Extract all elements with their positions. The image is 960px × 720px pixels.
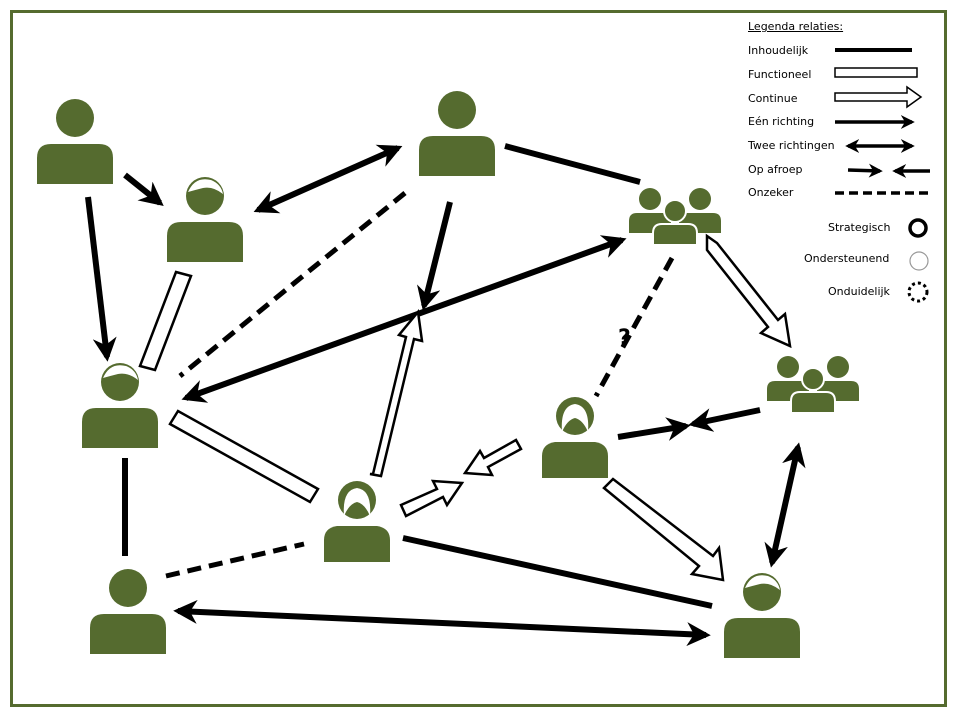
person-boy-icon xyxy=(167,177,243,262)
arrow-continuous xyxy=(602,477,725,582)
arrow-two-directions xyxy=(253,144,403,214)
legend-sample-functioneel xyxy=(834,67,918,78)
legend-sample-op-afroep-a xyxy=(847,163,883,178)
relation-line-solid xyxy=(402,535,713,609)
uncertain-question-mark: ? xyxy=(618,326,631,351)
legend-label-inhoudelijk: Inhoudelijk xyxy=(748,44,809,57)
relation-line-dashed xyxy=(178,191,407,378)
relation-bar-functional xyxy=(138,270,193,372)
relation-line-dashed xyxy=(593,256,675,398)
legend-marker-ondersteunend xyxy=(909,251,929,271)
relation-line-dashed xyxy=(165,541,305,579)
arrow-two-directions xyxy=(181,235,627,403)
legend-marker-onduidelijk xyxy=(907,281,929,303)
arrow-two-directions xyxy=(764,442,806,568)
legend-marker-strategisch xyxy=(908,218,928,238)
legend-label-ondersteunend: Ondersteunend xyxy=(804,252,890,265)
arrow-on-call xyxy=(617,417,691,441)
arrow-continuous xyxy=(369,309,424,478)
person-man-icon xyxy=(419,91,495,176)
legend: Legenda relaties: Inhoudelijk Functionee… xyxy=(748,20,938,310)
relation-line-solid xyxy=(504,143,641,185)
legend-label-functioneel: Functioneel xyxy=(748,68,812,81)
person-woman-icon xyxy=(324,481,390,562)
group-icon xyxy=(766,355,860,414)
legend-label-continue: Continue xyxy=(748,92,798,105)
arrow-one-direction xyxy=(417,201,453,311)
arrow-two-directions xyxy=(173,599,711,647)
legend-label-op-afroep: Op afroep xyxy=(748,163,803,176)
relation-bar-functional xyxy=(168,409,320,504)
legend-title: Legenda relaties: xyxy=(748,20,844,33)
person-boy-icon xyxy=(724,573,800,658)
arrow-one-direction xyxy=(123,172,164,206)
arrow-continuous xyxy=(462,438,523,477)
legend-label-een-richting: Eén richting xyxy=(748,115,815,128)
legend-sample-continue xyxy=(834,85,923,109)
arrow-continuous xyxy=(399,479,465,518)
person-boy-icon xyxy=(82,363,158,448)
legend-label-twee-richtingen: Twee richtingen xyxy=(748,139,835,152)
person-man-icon xyxy=(37,99,113,184)
person-woman-icon xyxy=(542,397,608,478)
legend-label-strategisch: Strategisch xyxy=(828,221,891,234)
legend-label-onzeker: Onzeker xyxy=(748,186,794,199)
arrow-continuous xyxy=(705,233,792,349)
legend-label-onduidelijk: Onduidelijk xyxy=(828,285,890,298)
arrow-on-call xyxy=(688,407,761,432)
person-man-icon xyxy=(90,569,166,654)
arrow-one-direction xyxy=(85,196,117,362)
diagram-frame xyxy=(10,10,947,707)
